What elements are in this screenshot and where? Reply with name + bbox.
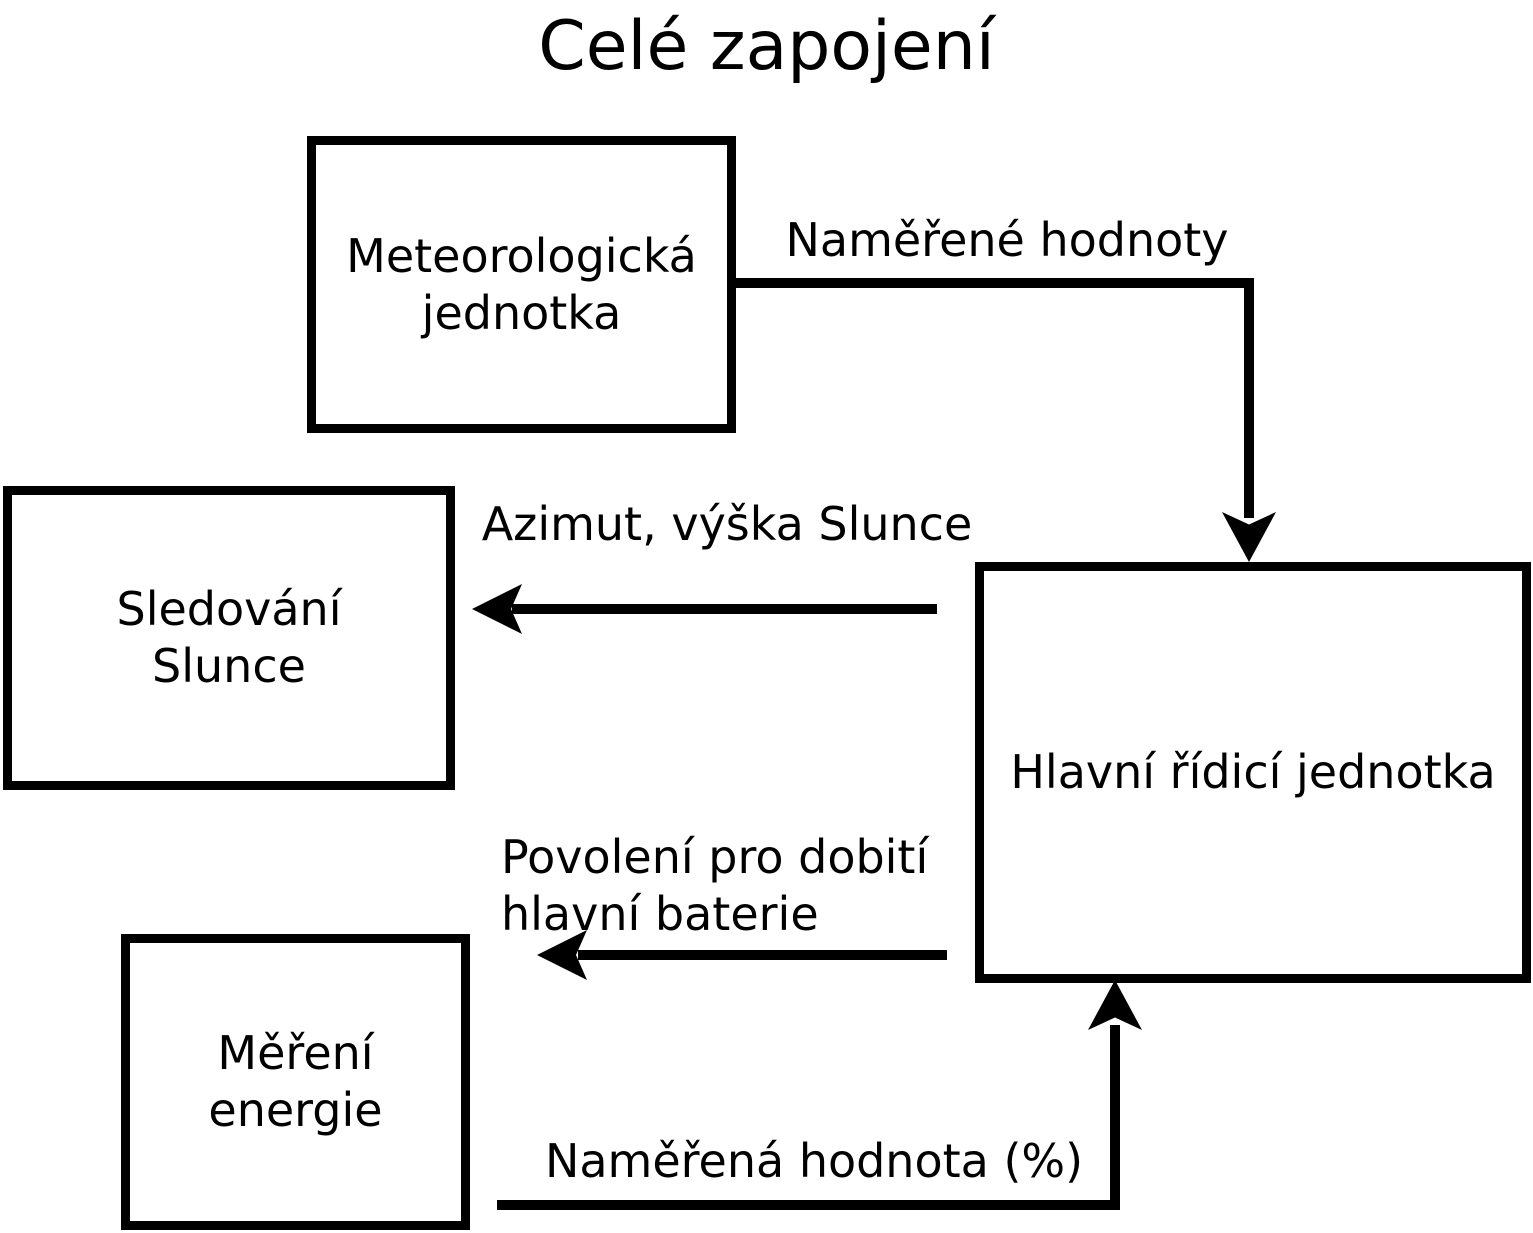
box-label-line: Slunce	[152, 639, 306, 693]
edge-measured-percent-vline	[1110, 1025, 1120, 1205]
box-meteorological-unit: Meteorologická jednotka	[307, 136, 736, 433]
box-label-line: Měření	[217, 1026, 374, 1080]
edge-label-measured-values: Naměřené hodnoty	[785, 213, 1229, 267]
edge-sun-position-line	[512, 604, 937, 614]
box-main-control-unit: Hlavní řídicí jednotka	[975, 562, 1531, 983]
box-energy-measurement: Měření energie	[121, 934, 470, 1230]
box-label-line: energie	[208, 1083, 383, 1137]
box-label-line: jednotka	[421, 285, 622, 340]
box-label-line: Meteorologická	[346, 228, 697, 283]
edge-label-measured-percent: Naměřená hodnota (%)	[544, 1134, 1084, 1188]
edge-label-line: Povolení pro dobití	[501, 830, 929, 884]
diagram-title: Celé zapojení	[538, 7, 995, 86]
arrowhead-up-icon	[1088, 980, 1142, 1030]
edge-measured-values-vline	[1244, 278, 1254, 518]
box-sun-tracking: Sledování Slunce	[3, 486, 455, 790]
box-label-line: Hlavní řídicí jednotka	[1010, 745, 1496, 799]
edge-measured-values-hline	[736, 278, 1254, 288]
edge-charge-permission-line	[578, 950, 947, 960]
edge-measured-percent-hline	[497, 1200, 1120, 1210]
edge-label-sun-position: Azimut, výška Slunce	[481, 497, 973, 551]
edge-label-charge-permission: Povolení pro dobití hlavní baterie	[501, 829, 928, 943]
box-label-line: Sledování	[116, 582, 342, 636]
arrowhead-down-icon	[1222, 512, 1276, 562]
edge-label-line: hlavní baterie	[501, 887, 819, 941]
